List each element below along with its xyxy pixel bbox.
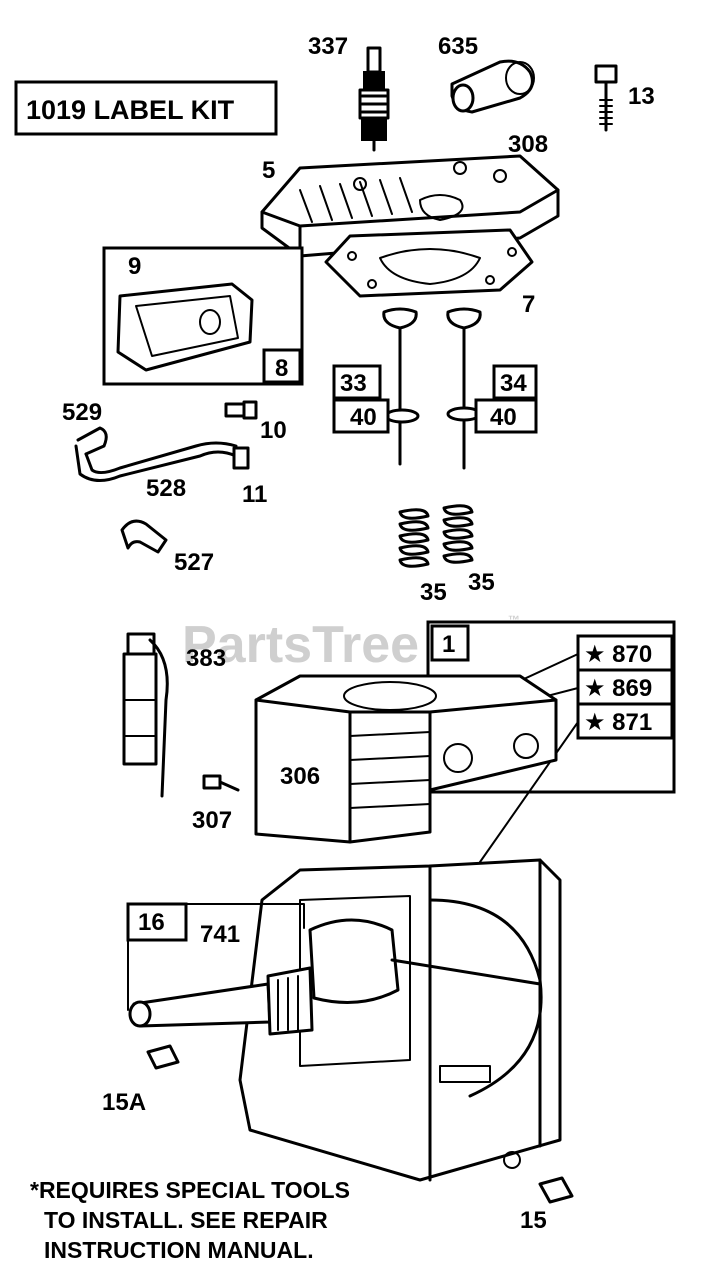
- footnote-line-2: TO INSTALL. SEE REPAIR: [44, 1207, 328, 1233]
- cylinder-block-part[interactable]: [254, 674, 558, 844]
- breather-cover-part[interactable]: [116, 282, 254, 372]
- label-529: 529: [62, 399, 102, 426]
- label-10: 10: [260, 417, 287, 444]
- label-741: 741: [200, 921, 240, 948]
- label-16: 16: [138, 909, 165, 936]
- clamp-part[interactable]: [120, 519, 168, 554]
- oil-dipstick-tube-part[interactable]: [122, 632, 169, 798]
- label-869: ★ 869: [584, 675, 652, 702]
- plug-15-part[interactable]: [538, 1176, 574, 1204]
- label-7: 7: [522, 291, 535, 318]
- crankshaft-part[interactable]: [128, 918, 542, 1036]
- label-527: 527: [174, 549, 214, 576]
- label-8: 8: [275, 355, 288, 382]
- crankshaft-kit-bracket: [127, 903, 305, 1011]
- label-870: ★ 870: [584, 641, 652, 668]
- label-306: 306: [280, 763, 320, 790]
- valve-spring-right-part[interactable]: [442, 504, 474, 564]
- label-871: ★ 871: [584, 709, 652, 736]
- label-13: 13: [628, 83, 655, 110]
- spark-plug-boot-part[interactable]: [450, 59, 535, 114]
- label-33: 33: [340, 370, 367, 397]
- label-1: 1: [442, 631, 455, 658]
- label-11: 11: [242, 481, 267, 508]
- part-871-box: [576, 702, 674, 740]
- label-5: 5: [262, 157, 275, 184]
- label-35-right: 35: [468, 569, 495, 596]
- fitting-part[interactable]: [224, 400, 258, 420]
- part-40b-box: [474, 398, 538, 434]
- head-gasket-part[interactable]: [324, 228, 534, 298]
- label-15a: 15A: [102, 1089, 146, 1116]
- bolt-part[interactable]: [594, 64, 618, 132]
- part-33-box: [332, 364, 382, 400]
- exhaust-valve-part[interactable]: [446, 307, 482, 470]
- part-870-box: [576, 634, 674, 672]
- part-40a-box: [332, 398, 390, 434]
- label-635: 635: [438, 33, 478, 60]
- screw-part[interactable]: [202, 774, 240, 792]
- label-528: 528: [146, 475, 186, 502]
- footnote-line-3: INSTRUCTION MANUAL.: [44, 1237, 314, 1263]
- spark-plug-part[interactable]: [358, 46, 390, 152]
- breather-tube-part[interactable]: [74, 426, 250, 482]
- label-40-left: 40: [350, 404, 377, 431]
- label-kit-box: [14, 80, 278, 136]
- label-15: 15: [520, 1207, 547, 1234]
- label-40-right: 40: [490, 404, 517, 431]
- label-35-left: 35: [420, 579, 447, 606]
- part-16-box: [126, 902, 188, 942]
- watermark: PartsTree: [182, 616, 419, 674]
- intake-valve-part[interactable]: [382, 307, 420, 466]
- label-383: 383: [186, 645, 226, 672]
- valve-spring-left-part[interactable]: [398, 508, 430, 568]
- part-8-box: [262, 348, 302, 384]
- label-34: 34: [500, 370, 527, 397]
- label-kit-text: 1019 LABEL KIT: [26, 95, 235, 125]
- label-337: 337: [308, 33, 348, 60]
- label-308: 308: [508, 131, 548, 158]
- label-9: 9: [128, 253, 141, 280]
- part-1-box: [430, 624, 470, 662]
- footnote-line-1: *REQUIRES SPECIAL TOOLS: [30, 1177, 350, 1203]
- plug-15a-part[interactable]: [146, 1044, 180, 1070]
- part-34-box: [492, 364, 538, 400]
- label-307: 307: [192, 807, 232, 834]
